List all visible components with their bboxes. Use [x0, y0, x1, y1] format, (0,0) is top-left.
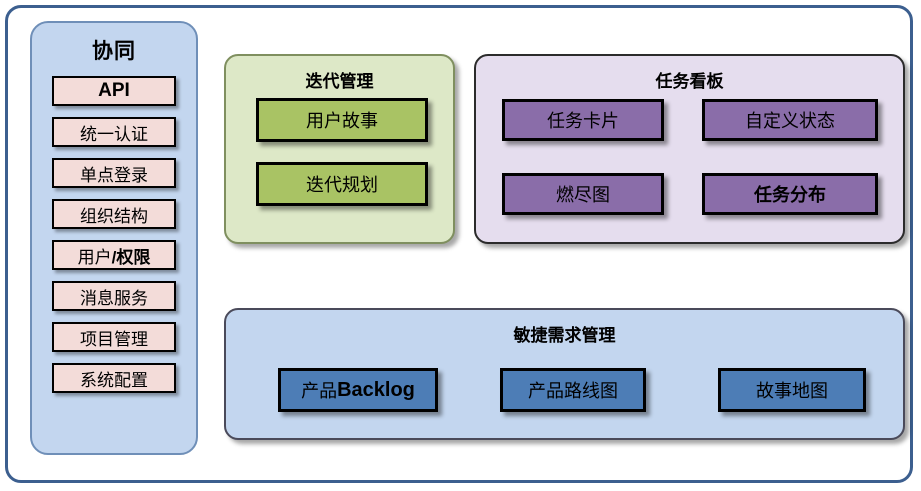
sidebar-item-org-structure[interactable]: 组织结构 — [52, 199, 176, 229]
sidebar-item-user-permission[interactable]: 用户/权限 — [52, 240, 176, 270]
box-product-roadmap[interactable]: 产品路线图 — [500, 368, 646, 412]
sidebar-item-message-service[interactable]: 消息服务 — [52, 281, 176, 311]
sidebar-item-project-management-wrap: 项目管理 — [52, 322, 176, 352]
sidebar-item-org-structure-wrap: 组织结构 — [52, 199, 176, 229]
box-product-backlog-prefix: 产品 — [301, 381, 338, 401]
sidebar-item-unified-auth[interactable]: 统一认证 — [52, 117, 176, 147]
panel-task-board-title: 任务看板 — [655, 72, 724, 91]
sidebar-title: 协同 — [92, 40, 136, 63]
sidebar-item-user-permission-wrap: 用户/权限 — [52, 240, 176, 270]
box-story-map[interactable]: 故事地图 — [718, 368, 866, 412]
sidebar-collaboration-panel: 协同 API 统一认证 单点登录 组织结构 用户/权限 消息服务 项目管理 系统… — [30, 21, 198, 455]
sidebar-item-system-config[interactable]: 系统配置 — [52, 363, 176, 393]
sidebar-item-project-management[interactable]: 项目管理 — [52, 322, 176, 352]
box-custom-status[interactable]: 自定义状态 — [702, 99, 878, 141]
panel-iteration-management: 迭代管理 用户故事 迭代规划 — [224, 54, 455, 244]
box-burndown-chart[interactable]: 燃尽图 — [502, 173, 664, 215]
sidebar-item-api[interactable]: API — [52, 76, 176, 106]
sidebar-item-system-config-wrap: 系统配置 — [52, 363, 176, 393]
sidebar-item-api-wrap: API — [52, 76, 176, 106]
panel-agile-title: 敏捷需求管理 — [513, 326, 616, 345]
panel-iteration-title: 迭代管理 — [305, 72, 374, 91]
box-task-distribution[interactable]: 任务分布 — [702, 173, 878, 215]
box-task-card[interactable]: 任务卡片 — [502, 99, 664, 141]
box-product-backlog-bold: Backlog — [337, 378, 415, 401]
box-iteration-planning[interactable]: 迭代规划 — [256, 162, 428, 206]
sidebar-item-sso-wrap: 单点登录 — [52, 158, 176, 188]
sidebar-item-sso[interactable]: 单点登录 — [52, 158, 176, 188]
box-user-story[interactable]: 用户故事 — [256, 98, 428, 142]
sidebar-item-unified-auth-wrap: 统一认证 — [52, 117, 176, 147]
diagram-outer-frame: 协同 API 统一认证 单点登录 组织结构 用户/权限 消息服务 项目管理 系统… — [5, 5, 913, 483]
sidebar-item-message-service-wrap: 消息服务 — [52, 281, 176, 311]
panel-task-board: 任务看板 任务卡片 自定义状态 燃尽图 任务分布 — [474, 54, 905, 244]
